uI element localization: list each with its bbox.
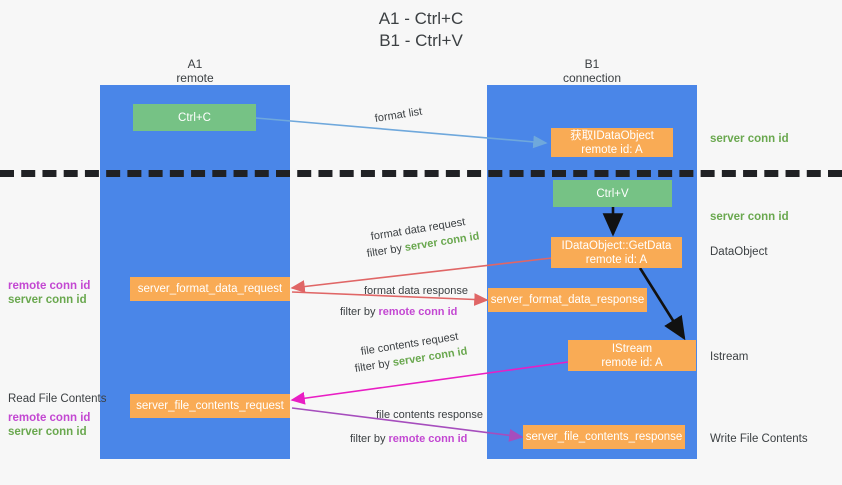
phase-divider: [0, 170, 842, 177]
node-ctrl-c[interactable]: Ctrl+C: [133, 104, 256, 131]
node-server-file-contents-response[interactable]: server_file_contents_response: [523, 425, 685, 449]
node-ctrl-v[interactable]: Ctrl+V: [553, 180, 672, 207]
left-label-server-conn-id-2: server conn id: [8, 426, 87, 438]
arrow-getdata-to-istream: [638, 267, 686, 341]
right-label-server-conn-id-second: server conn id: [710, 211, 789, 223]
arrow-format-data-response: [291, 291, 489, 306]
node-server-format-data-request[interactable]: server_format_data_request: [130, 277, 290, 301]
node-server-format-data-response[interactable]: server_format_data_response: [488, 288, 647, 312]
left-label-remote-conn-id-2: remote conn id: [8, 412, 91, 424]
edge-label-format-data-response: format data response: [364, 285, 468, 297]
left-label-read-file-contents: Read File Contents: [8, 393, 107, 405]
edge-label-file-contents-response: file contents response: [376, 409, 484, 421]
left-label-server-conn-id-1: server conn id: [8, 294, 87, 306]
node-get-idataobject[interactable]: 获取IDataObject remote id: A: [551, 128, 673, 157]
node-istream[interactable]: IStream remote id: A: [568, 340, 696, 371]
arrow-format-list: [255, 117, 548, 149]
edge-label-format-data-response-filter: filter by remote conn id: [340, 305, 457, 320]
left-label-remote-conn-id-1: remote conn id: [8, 280, 91, 292]
filter-key-remote-conn-id: remote conn id: [388, 433, 468, 445]
node-server-file-contents-request[interactable]: server_file_contents_request: [130, 394, 290, 418]
arrow-file-contents-response: [291, 407, 524, 442]
right-label-istream: Istream: [710, 351, 749, 363]
node-idataobject-getdata[interactable]: IDataObject::GetData remote id: A: [551, 237, 682, 268]
arrow-file-contents-request: [290, 361, 569, 405]
right-label-write-file-contents: Write File Contents: [710, 433, 808, 445]
edge-label-file-contents-response-filter: filter by remote conn id: [350, 432, 467, 447]
right-label-server-conn-id-top: server conn id: [710, 133, 789, 145]
filter-prefix: filter by: [350, 433, 389, 445]
lane-header-a1: A1 remote: [176, 57, 214, 85]
filter-key-remote-conn-id: remote conn id: [378, 306, 458, 318]
right-label-dataobject: DataObject: [710, 246, 768, 258]
arrow-format-data-request: [290, 257, 553, 293]
page-title: A1 - Ctrl+C B1 - Ctrl+V: [378, 9, 464, 50]
lane-header-b1: B1 connection: [562, 57, 622, 85]
filter-prefix: filter by: [340, 306, 379, 318]
